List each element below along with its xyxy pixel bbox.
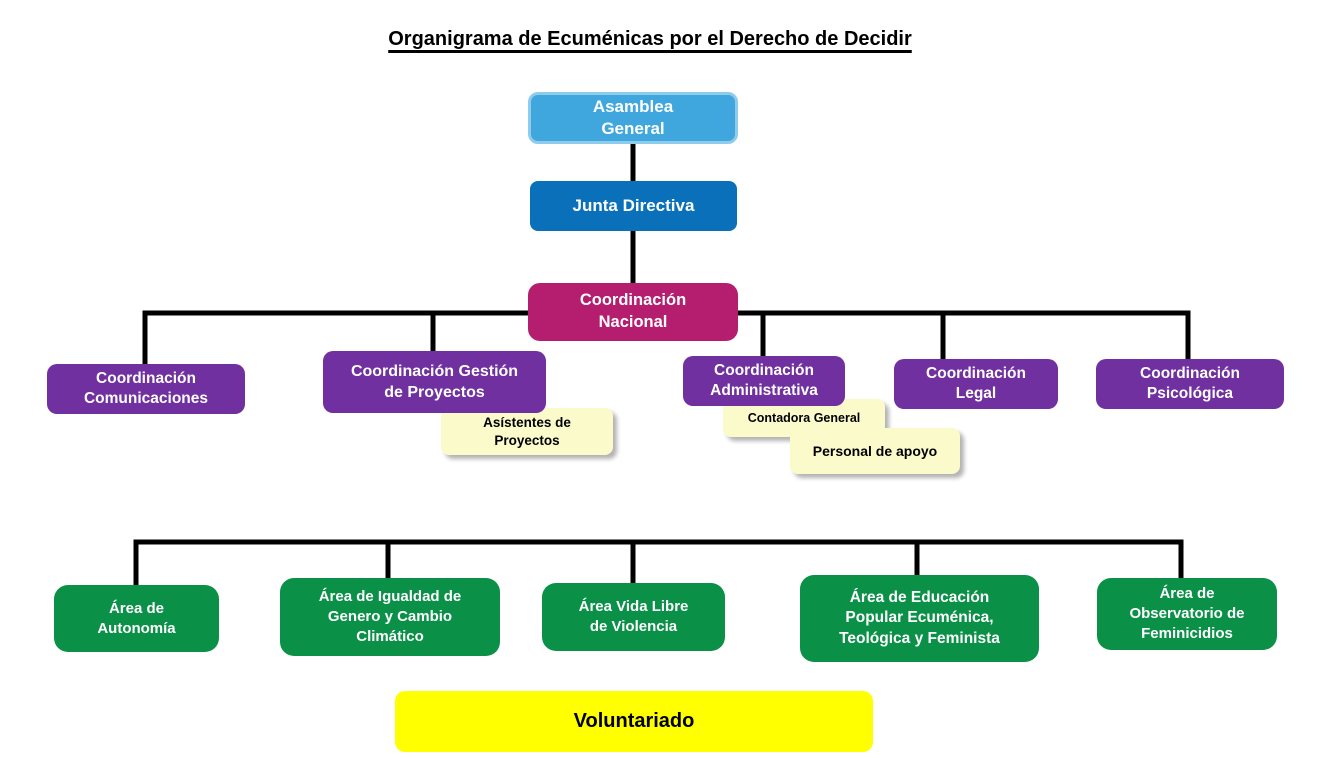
node-label: Coordinación Legal: [926, 364, 1026, 402]
node-label: Contadora General: [747, 410, 861, 425]
node-area-autonomia: Área de Autonomía: [54, 585, 219, 652]
node-label: Coordinación Gestión de Proyectos: [350, 362, 519, 401]
node-coordinacion-nacional: Coordinación Nacional: [528, 283, 738, 341]
node-personal-de-apoyo: Personal de apoyo: [790, 428, 960, 474]
node-junta-directiva: Junta Directiva: [530, 181, 737, 231]
node-label: Asamblea General: [592, 96, 674, 138]
node-asamblea-general: Asamblea General: [528, 92, 738, 144]
node-label: Área de Autonomía: [97, 599, 176, 637]
node-label: Personal de apoyo: [812, 442, 938, 459]
node-label: Asístentes de Proyectos: [483, 414, 571, 448]
node-coordinacion-administrativa: Coordinación Administrativa: [683, 356, 845, 406]
tier2-branch-connector: [133, 539, 1184, 587]
node-label: Coordinación Psicológica: [1140, 364, 1240, 402]
node-label: Voluntariado: [573, 710, 695, 733]
node-coordinacion-comunicaciones: Coordinación Comunicaciones: [47, 364, 245, 414]
node-area-observatorio-feminicidios: Área de Observatorio de Feminicidios: [1097, 578, 1277, 650]
node-label: Coordinación Comunicaciones: [83, 369, 209, 407]
node-label: Coordinación Administrativa: [710, 361, 818, 399]
node-label: Área de Igualdad de Genero y Cambio Clim…: [318, 588, 462, 645]
node-label: Área Vida Libre de Violencia: [578, 598, 689, 635]
node-asistentes-proyectos: Asístentes de Proyectos: [441, 408, 613, 455]
page-title: Organigrama de Ecuménicas por el Derecho…: [388, 28, 912, 50]
node-coordinacion-psicologica: Coordinación Psicológica: [1096, 359, 1284, 409]
node-coordinacion-gestion-proyectos: Coordinación Gestión de Proyectos: [323, 351, 546, 413]
node-label: Área de Observatorio de Feminicidios: [1129, 585, 1245, 642]
node-coordinacion-legal: Coordinación Legal: [894, 359, 1058, 409]
node-area-educacion-popular: Área de Educación Popular Ecuménica, Teo…: [800, 575, 1039, 662]
node-area-vida-libre-violencia: Área Vida Libre de Violencia: [542, 583, 725, 651]
node-label: Coordinación Nacional: [579, 291, 687, 331]
node-label: Junta Directiva: [572, 195, 695, 215]
node-voluntariado: Voluntariado: [395, 691, 873, 752]
node-area-igualdad-genero-cambio-climatico: Área de Igualdad de Genero y Cambio Clim…: [280, 578, 500, 656]
node-label: Área de Educación Popular Ecuménica, Teo…: [839, 588, 1000, 647]
